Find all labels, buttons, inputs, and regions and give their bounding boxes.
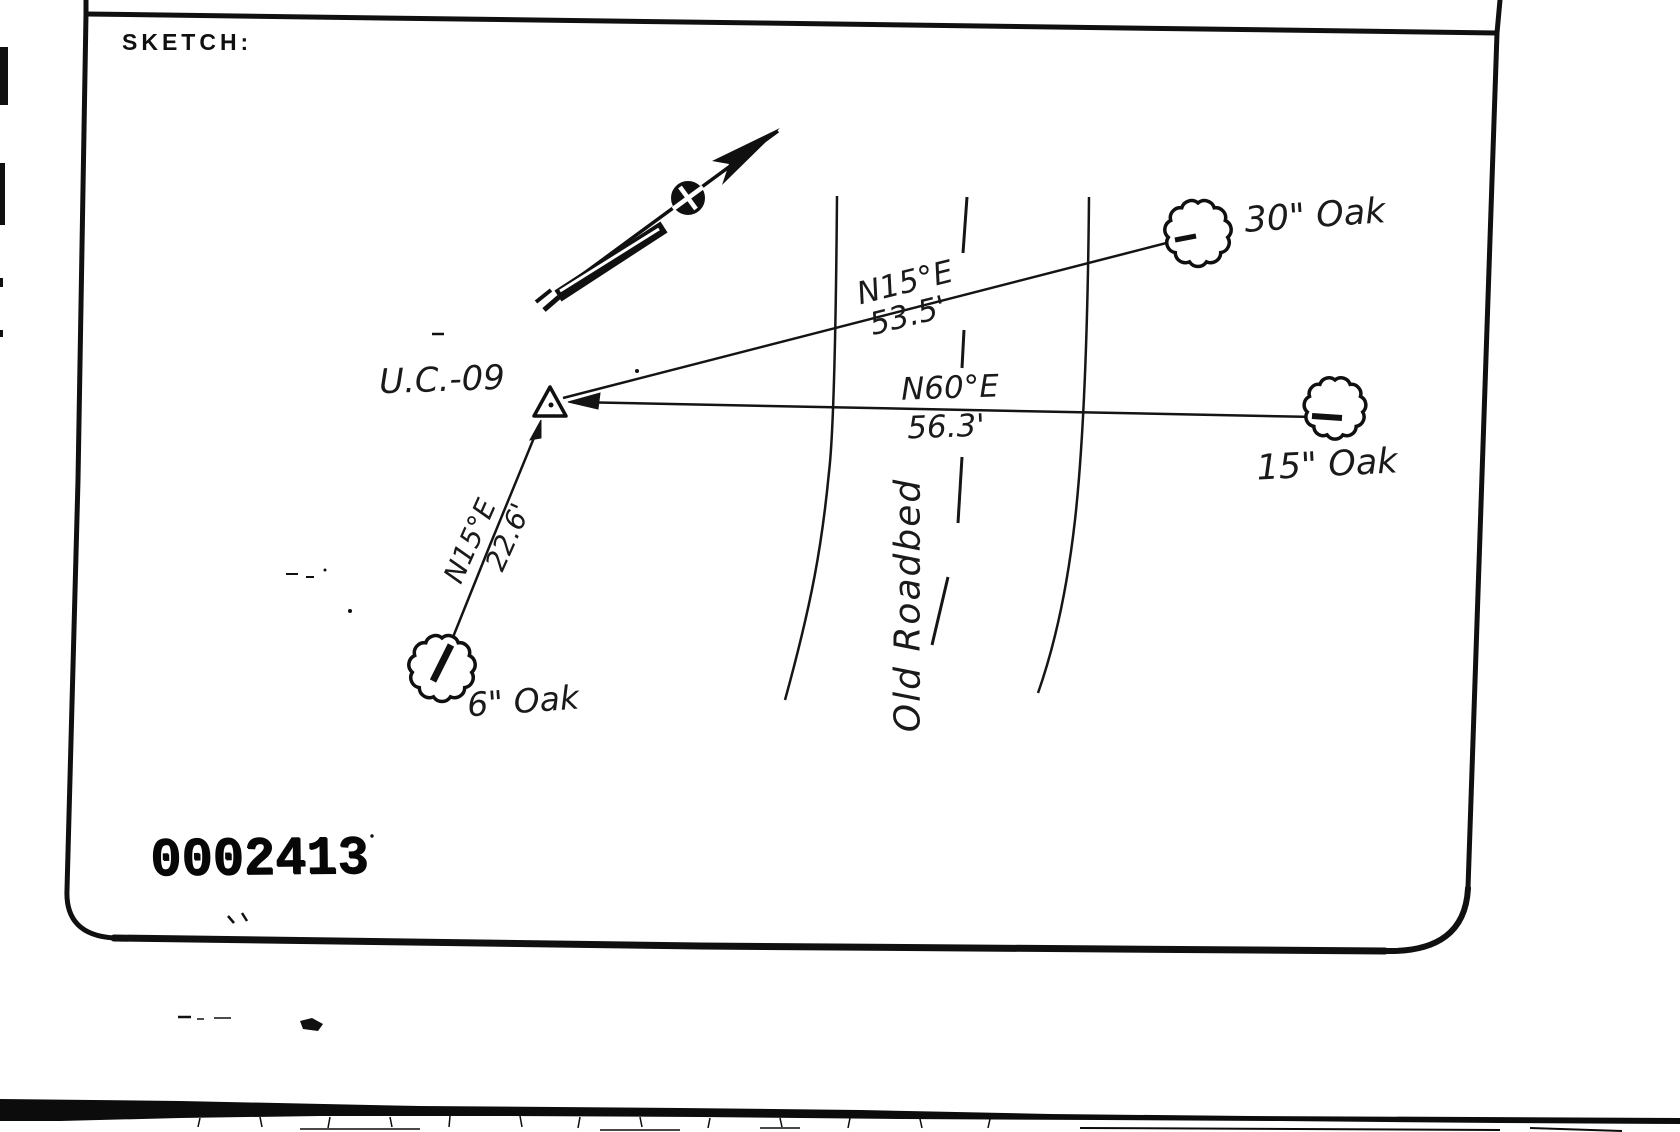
roadbed-centerline [930, 196, 969, 646]
north-arrow-icon [534, 128, 780, 312]
sketch-frame [64, 0, 1503, 955]
arrowhead-into-station-from-15-oak [567, 392, 601, 410]
tree-symbol-30-oak [1163, 198, 1233, 269]
stamp-number: 0002413 [149, 827, 369, 892]
arrowhead-into-station-from-6-oak [529, 419, 542, 441]
tree-center-marks [429, 233, 1343, 683]
frame-bottom-right-corner [1382, 885, 1471, 955]
roadbed-right-edge [1036, 196, 1091, 694]
roadbed [783, 195, 1091, 701]
tree-label-15-oak: 15" Oak [1255, 441, 1399, 489]
distance-label-15-oak: 56.3' [906, 407, 986, 447]
survey-line-30-oak [562, 237, 1183, 400]
roadbed-left-edge [783, 195, 839, 701]
tree-label-6-oak: 6" Oak [465, 677, 581, 725]
frame-left-edge [64, 0, 117, 941]
bottom-scan-bar [0, 1099, 1680, 1132]
sketch-field-label: SKETCH: [122, 29, 253, 55]
scan-artifacts [0, 47, 639, 1031]
station-label: U.C.-09 [378, 357, 506, 403]
survey-lines [441, 229, 1317, 663]
survey-line-15-oak [571, 400, 1317, 419]
frame-bottom-edge [110, 934, 1389, 955]
tree-symbol-15-oak [1302, 376, 1368, 441]
road-label: Old Roadbed [887, 477, 929, 733]
frame-top-edge [83, 11, 1500, 36]
survey-line-6-oak [441, 427, 540, 663]
station-triangle-symbol [532, 385, 568, 418]
bearing-label-15-oak: N60°E [900, 368, 1000, 408]
frame-right-edge [1465, 0, 1503, 891]
